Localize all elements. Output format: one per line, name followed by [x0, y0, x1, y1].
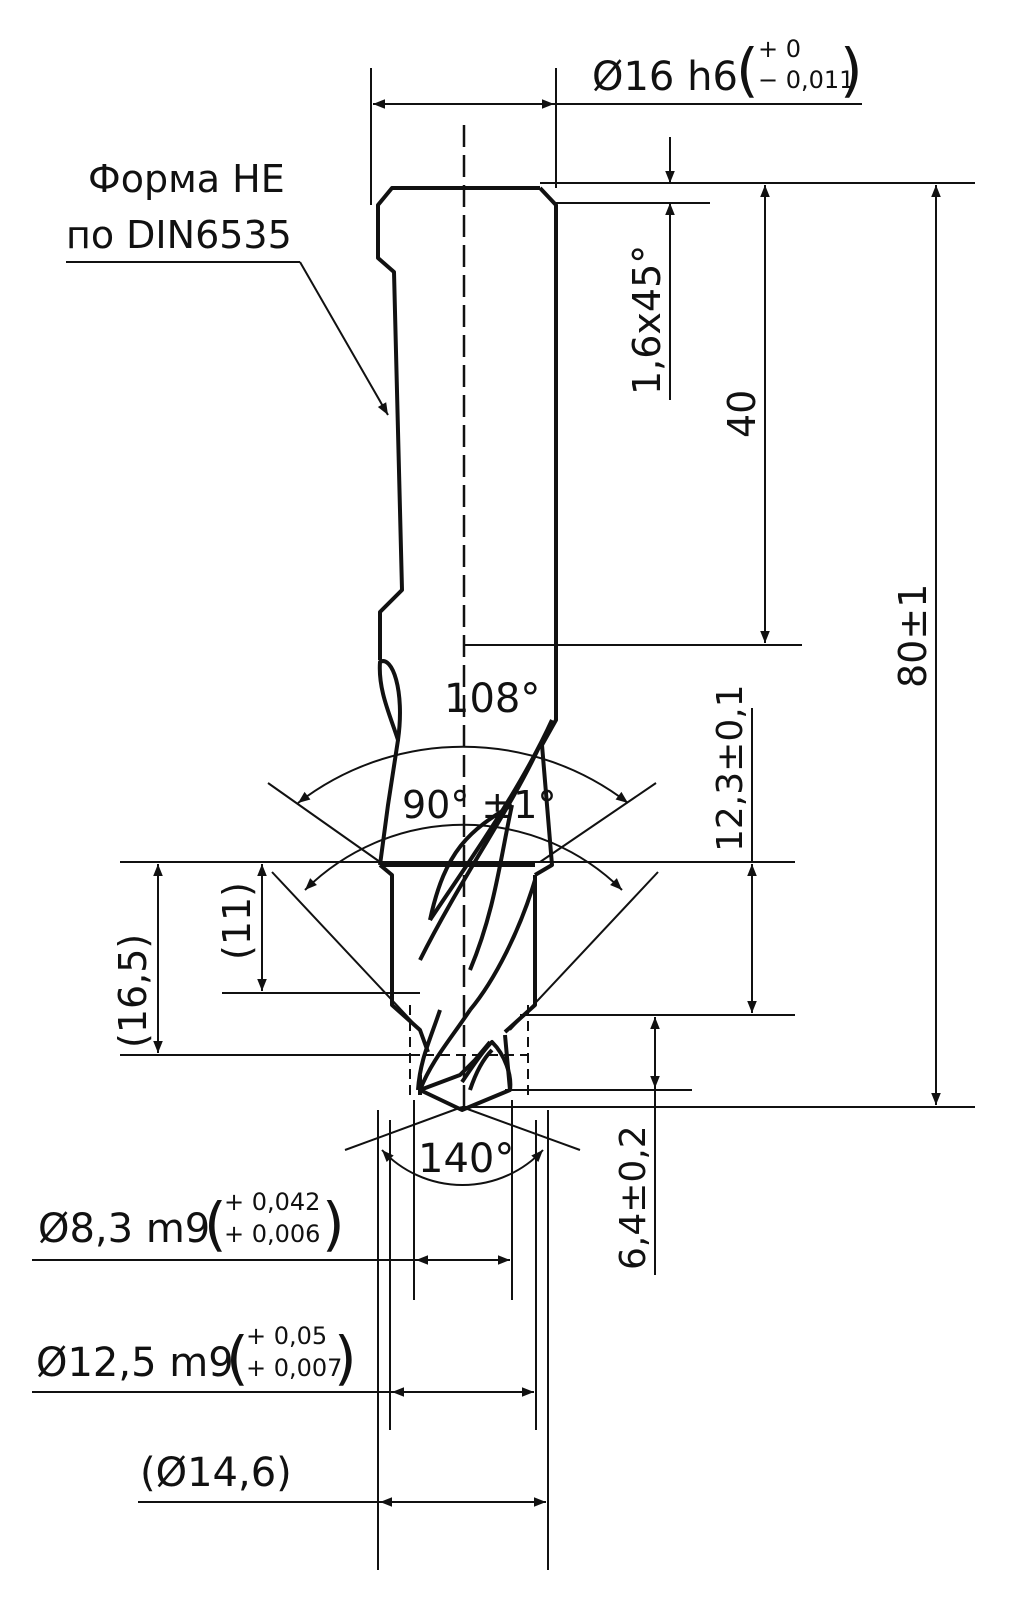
- drill-outline: [376, 186, 558, 1112]
- extension-lines: [120, 68, 975, 1570]
- shank-tolerance-paren-open: (: [736, 36, 759, 104]
- step-tolerance-lower: + 0,007: [246, 1354, 342, 1382]
- step-tolerance-upper: + 0,05: [246, 1322, 327, 1350]
- pilot-tolerance-paren-close: ): [322, 1190, 345, 1258]
- shank-tolerance-upper: + 0: [758, 35, 801, 63]
- step-diameter-label: Ø12,5 m9: [36, 1340, 234, 1386]
- length-11-label: (11): [215, 882, 259, 960]
- shank-tolerance-lower: − 0,011: [758, 66, 854, 94]
- form-label-line2: по DIN6535: [66, 213, 292, 257]
- length-16-5-label: (16,5): [111, 934, 155, 1048]
- step-tolerance-paren-open: (: [226, 1324, 249, 1392]
- pilot-length-label: 6,4±0,2: [613, 1125, 654, 1270]
- dimension-lines: [32, 99, 941, 1507]
- angle-108-label: 108°: [444, 676, 540, 722]
- angle-140-label: 140°: [418, 1136, 514, 1182]
- pilot-tolerance-paren-open: (: [204, 1190, 227, 1258]
- pilot-diameter-label: Ø8,3 m9: [38, 1206, 210, 1252]
- length-40-label: 40: [720, 390, 764, 438]
- chamfer-diameter-label: (Ø14,6): [140, 1450, 292, 1496]
- overall-length-label: 80±1: [891, 584, 935, 688]
- step-tolerance-paren-close: ): [334, 1324, 357, 1392]
- angle-90-label: 90° ±1°: [402, 783, 556, 827]
- shank-diameter-label: Ø16 h6: [592, 54, 738, 100]
- text-labels: Ø16 h6 ( + 0 − 0,011 ) Форма НЕ по DIN65…: [36, 35, 935, 1496]
- chamfer-label: 1,6x45°: [625, 245, 669, 395]
- shank-tolerance-paren-close: ): [840, 36, 863, 104]
- pilot-tolerance-lower: + 0,006: [224, 1220, 320, 1248]
- pilot-tolerance-upper: + 0,042: [224, 1188, 320, 1216]
- step-length-label: 12,3±0,1: [710, 684, 751, 852]
- form-label-line1: Форма НЕ: [88, 157, 285, 201]
